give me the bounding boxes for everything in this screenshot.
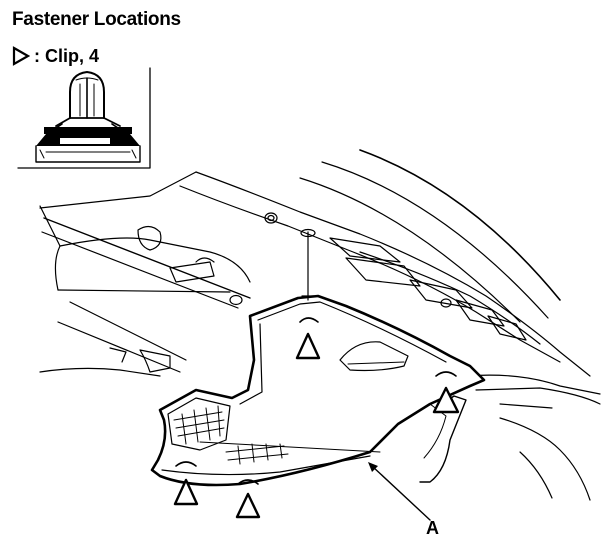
callout-a-label: A xyxy=(426,518,439,538)
diagram-title: Fastener Locations xyxy=(12,9,181,30)
clip-triangle-icon xyxy=(432,371,460,414)
undercover-panel-a xyxy=(150,231,486,487)
legend-label: : Clip, 4 xyxy=(34,45,100,66)
panel-slot-grid xyxy=(225,443,289,465)
clip-markers xyxy=(173,317,460,519)
clip-triangle-icon xyxy=(173,461,199,506)
clip-triangle-icon xyxy=(295,317,321,360)
clip-triangle-icon xyxy=(235,479,261,519)
clip-triangle-icon xyxy=(12,46,30,66)
vehicle-body-lines xyxy=(39,149,601,501)
callout-a-leader xyxy=(368,462,431,521)
clip-detail-inset xyxy=(17,67,151,169)
panel-vent-grid xyxy=(173,405,225,445)
legend-clip: : Clip, 4 xyxy=(12,44,99,68)
